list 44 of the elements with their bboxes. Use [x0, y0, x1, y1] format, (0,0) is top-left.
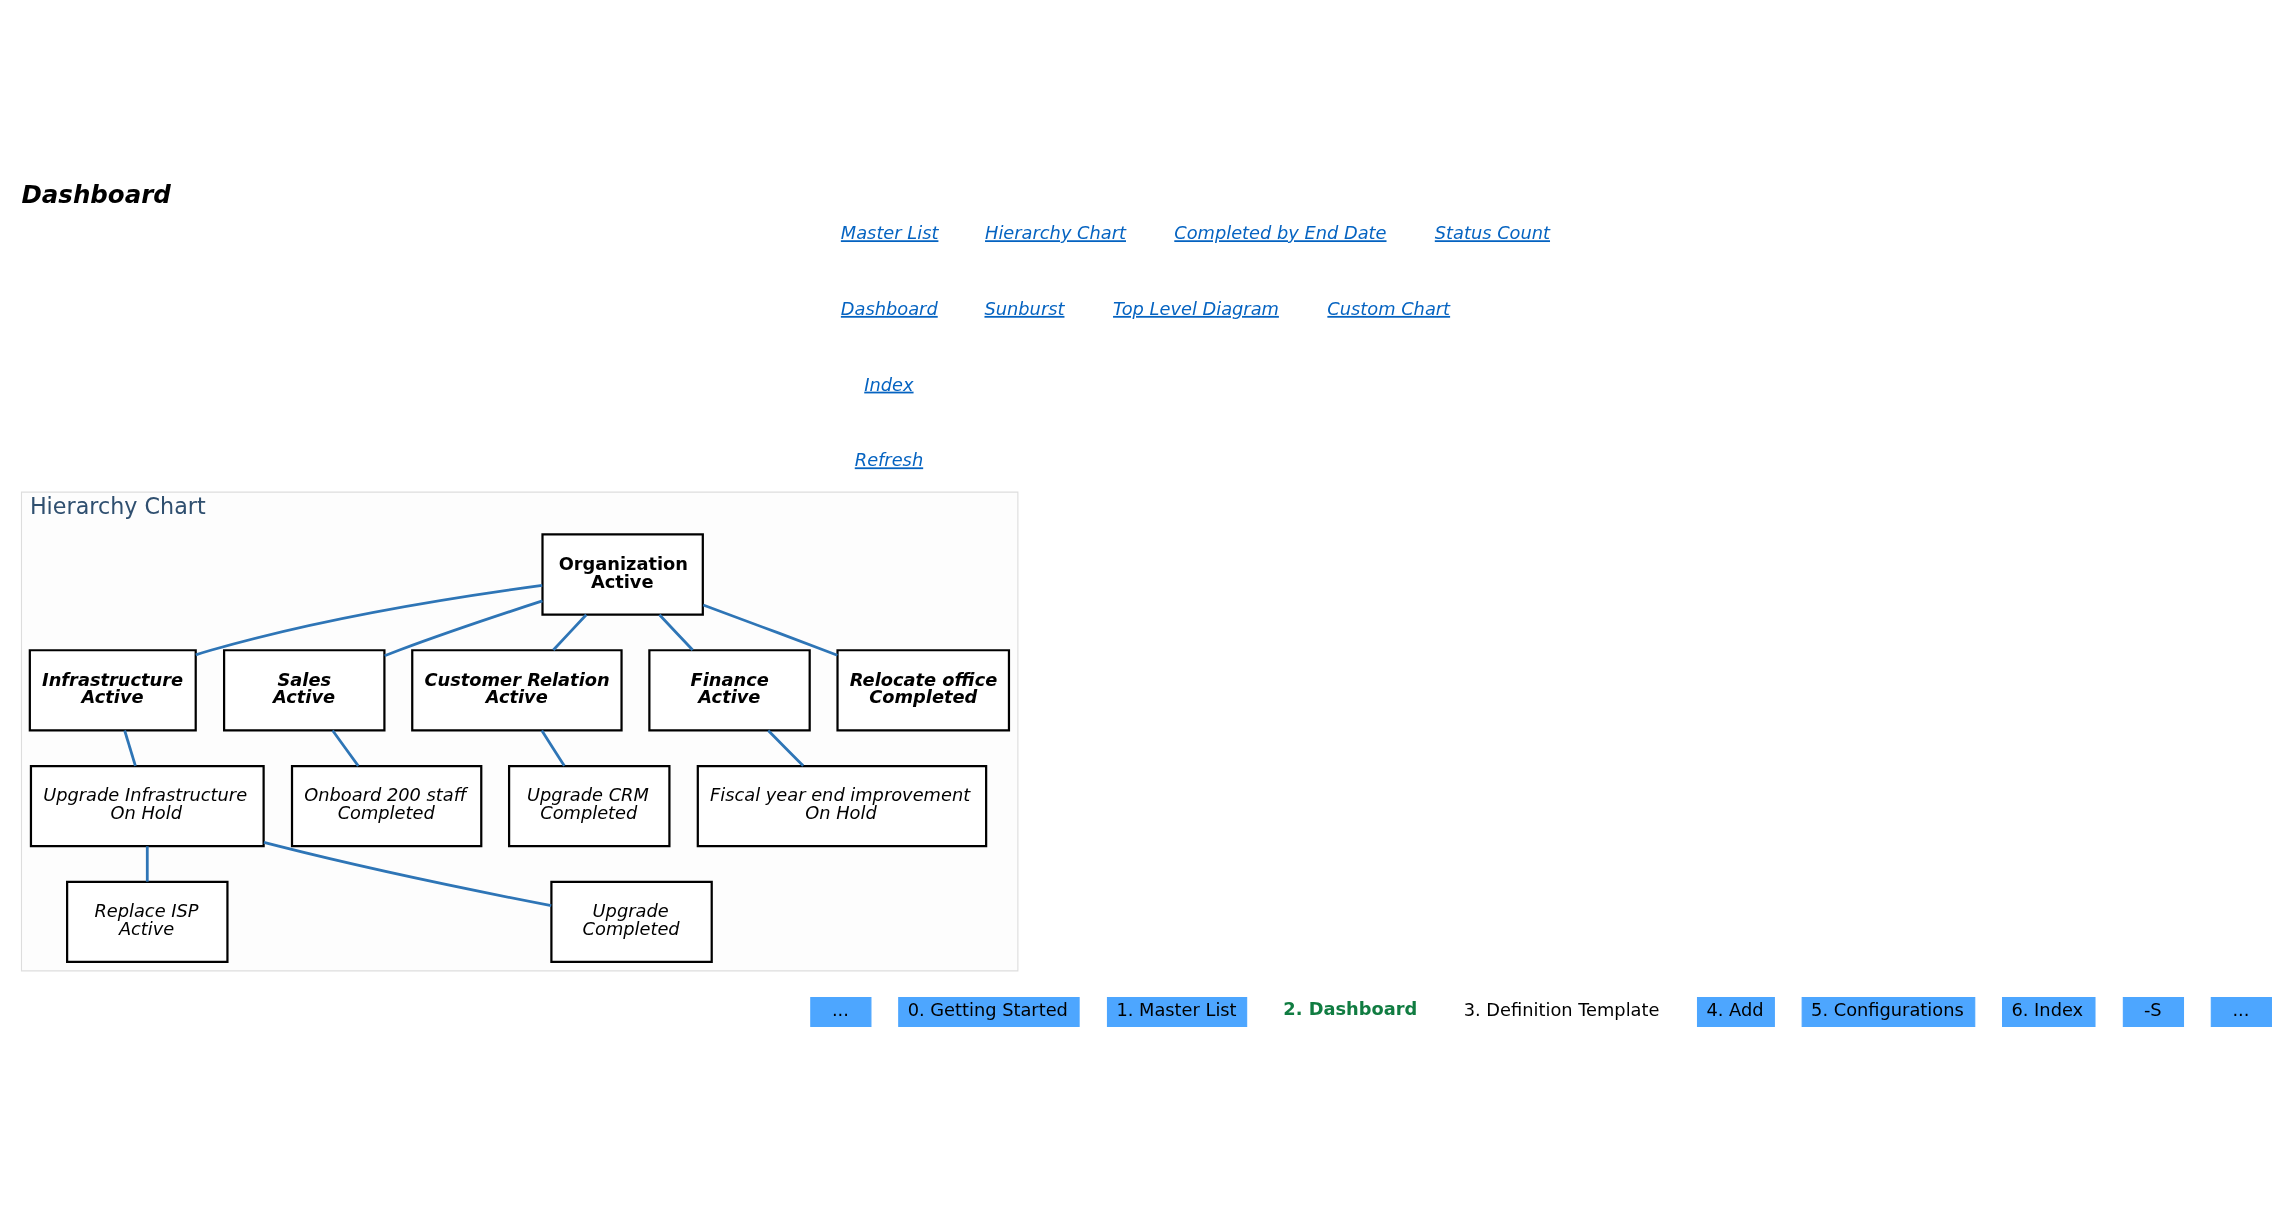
- connector: [767, 729, 805, 767]
- node-box: Sales Active: [223, 648, 386, 732]
- label: Top Level Diagram: [1113, 297, 1279, 319]
- node-box: Fiscal year end improvement On Hold: [696, 764, 988, 847]
- label: Sunburst: [984, 297, 1065, 319]
- connector: [702, 603, 838, 657]
- connector: [384, 599, 543, 657]
- node-box: Organization Active: [541, 532, 704, 616]
- label: Status Count: [1434, 221, 1551, 243]
- label: Completed by End Date: [1174, 221, 1387, 243]
- label: Master List: [840, 221, 939, 243]
- node-box: Replace ISP Active: [66, 880, 229, 963]
- connector: [540, 729, 566, 767]
- label: 6. Index: [2011, 998, 2084, 1020]
- label: 2. Dashboard: [1283, 997, 1418, 1019]
- label: 4. Add: [1706, 998, 1764, 1020]
- label: Refresh: [854, 448, 924, 470]
- label: 1. Master List: [1116, 998, 1237, 1020]
- label: Dashboard: [840, 297, 938, 319]
- label: 3. Definition Template: [1463, 998, 1660, 1020]
- node-box: Onboard 200 staff Completed: [290, 764, 483, 847]
- node-box: Upgrade Infrastructure On Hold: [29, 764, 265, 847]
- node-box: Finance Active: [648, 648, 811, 732]
- node-box: Relocate office Completed: [836, 648, 1011, 732]
- label: 0. Getting Started: [907, 998, 1068, 1020]
- label: Hierarchy Chart: [985, 221, 1127, 243]
- label: ...: [831, 998, 849, 1020]
- label: -S: [2143, 998, 2162, 1020]
- node-box: Infrastructure Active: [28, 648, 197, 732]
- label: Custom Chart: [1327, 297, 1451, 319]
- node-box: Upgrade Completed: [550, 880, 713, 963]
- node-box: Upgrade CRM Completed: [508, 764, 671, 847]
- connector: [145, 845, 149, 882]
- label: 5. Configurations: [1811, 998, 1964, 1020]
- connector: [331, 729, 360, 767]
- connector: [263, 840, 552, 907]
- label: ...: [2232, 998, 2250, 1020]
- connector: [552, 613, 588, 651]
- connector: [195, 583, 543, 656]
- connector: [123, 729, 137, 766]
- diagram-title: Dashboard: [21, 179, 171, 209]
- connector: [658, 613, 694, 651]
- node-box: Customer Relation Active: [411, 648, 623, 732]
- label: Index: [864, 373, 914, 395]
